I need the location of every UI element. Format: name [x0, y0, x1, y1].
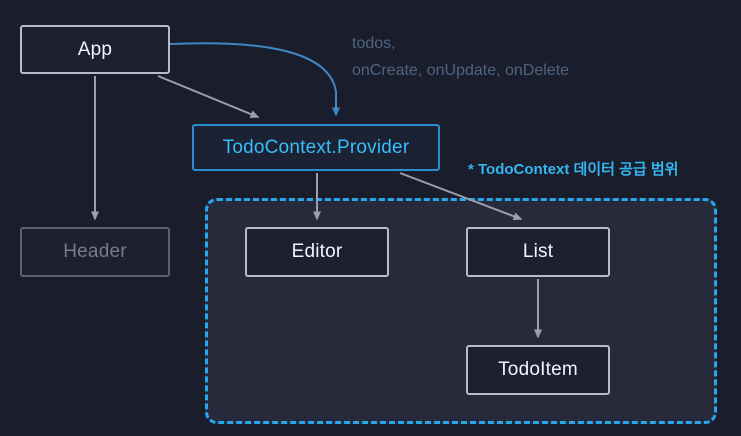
node-editor[interactable]: Editor: [245, 227, 389, 277]
edge-app-to-provider-curved: [169, 42, 340, 117]
node-header-label: Header: [63, 241, 127, 262]
context-values-line-1: todos,: [352, 35, 396, 52]
node-app-label: App: [77, 38, 113, 60]
node-header[interactable]: Header: [20, 227, 170, 277]
node-editor-label: Editor: [291, 241, 343, 262]
node-list-label: List: [522, 241, 554, 262]
node-todoitem-label: TodoItem: [498, 359, 578, 380]
scope-note-label: * TodoContext 데이터 공급 범위: [468, 161, 679, 178]
node-provider-label: TodoContext.Provider: [222, 136, 410, 158]
node-todoitem[interactable]: TodoItem: [466, 345, 610, 395]
context-values-line-2: onCreate, onUpdate, onDelete: [352, 62, 570, 79]
node-app[interactable]: App: [20, 25, 170, 74]
context-values-label: todos, onCreate, onUpdate, onDelete: [352, 30, 569, 84]
edge-app-to-provider: [157, 75, 260, 118]
node-todocontext-provider[interactable]: TodoContext.Provider: [192, 124, 440, 171]
node-list[interactable]: List: [466, 227, 610, 277]
